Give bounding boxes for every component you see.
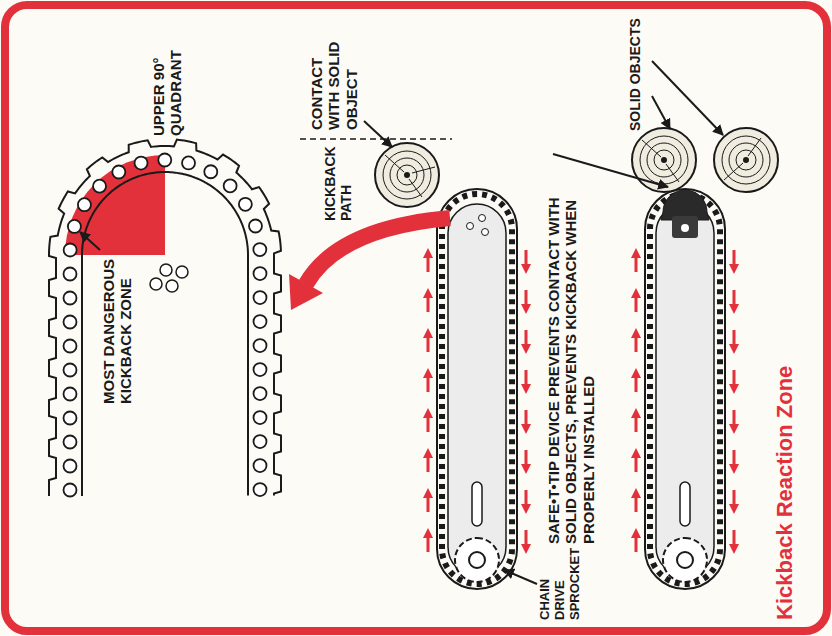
direction-arrow	[631, 448, 641, 472]
danger-quadrant	[65, 155, 165, 255]
chain-rivet	[78, 198, 91, 211]
chain-rivet	[64, 436, 77, 449]
log	[375, 143, 439, 207]
direction-arrow	[423, 248, 433, 272]
callout-label: SAFE•T•TIP DEVICE PREVENTS CONTACT WITH …	[545, 159, 597, 544]
leader-line	[80, 232, 100, 250]
leader-line	[553, 154, 668, 187]
chainsaw-bar	[645, 189, 725, 589]
chain-rivet	[64, 412, 77, 425]
chain-rivet	[64, 340, 77, 353]
caption: Kickback Reaction Zone	[772, 340, 797, 620]
chain-rivet	[249, 220, 262, 233]
chainsaw-bar	[437, 189, 517, 589]
direction-arrow	[729, 250, 739, 274]
direction-arrow	[631, 288, 641, 312]
chain-rivet	[64, 364, 77, 377]
direction-arrow	[631, 528, 641, 552]
direction-arrow	[729, 290, 739, 314]
chain-rivet	[254, 387, 267, 400]
chain-closeup	[49, 140, 281, 497]
nose-holes	[150, 264, 188, 292]
safe-t-tip-device	[661, 190, 709, 238]
leader-line	[652, 96, 670, 129]
direction-arrow	[631, 248, 641, 272]
chain-rivet	[254, 267, 267, 280]
chain-rivet	[254, 315, 267, 328]
direction-arrow	[729, 490, 739, 514]
callout-label: CHAIN DRIVE SPROCKET	[538, 546, 583, 620]
direction-arrow	[521, 490, 531, 514]
direction-arrow	[521, 290, 531, 314]
chain-rivet	[93, 180, 106, 193]
leader-line	[504, 570, 537, 584]
direction-arrow	[423, 408, 433, 432]
chain-rivet	[253, 243, 266, 256]
chain-rivet	[254, 363, 267, 376]
direction-arrow	[521, 530, 531, 554]
direction-arrow	[423, 528, 433, 552]
direction-arrow	[631, 328, 641, 352]
direction-arrow	[631, 368, 641, 392]
chain-rivet	[254, 339, 267, 352]
chain-rivet	[254, 291, 267, 304]
direction-arrow	[423, 368, 433, 392]
chain-rivet	[224, 179, 237, 192]
chain-rivet	[158, 154, 171, 167]
frame-border	[5, 5, 827, 631]
chain-rivet	[254, 435, 267, 448]
direction-arrow	[729, 410, 739, 434]
chain-rivet	[254, 459, 267, 472]
callout-label: CONTACT WITH SOLID OBJECT	[308, 18, 360, 130]
chain-rivet	[254, 411, 267, 424]
chain-rivet	[64, 292, 77, 305]
direction-arrow	[423, 328, 433, 352]
direction-arrow	[521, 410, 531, 434]
direction-arrow	[631, 408, 641, 432]
reference-line	[300, 138, 452, 140]
direction-arrow	[631, 488, 641, 512]
direction-arrow	[729, 530, 739, 554]
leader-line	[652, 61, 723, 135]
kickback-arrow	[306, 218, 450, 284]
direction-arrow	[521, 330, 531, 354]
chain-rivet	[64, 484, 77, 497]
chain-rivet	[64, 316, 77, 329]
direction-arrow	[521, 370, 531, 394]
callout-label: KICKBACK PATH	[322, 145, 354, 221]
chain-rivet	[68, 220, 81, 233]
chain-rivet	[135, 157, 148, 170]
direction-arrow	[423, 488, 433, 512]
direction-arrow	[729, 330, 739, 354]
chain-rivet	[239, 198, 252, 211]
callout-label: UPPER 90° QUADRANT	[150, 16, 185, 136]
chain-rivet	[64, 388, 77, 401]
log	[632, 128, 696, 192]
chain-rivet	[204, 165, 217, 178]
cutter-teeth	[49, 140, 281, 496]
chain-rivet	[64, 268, 77, 281]
log	[714, 128, 778, 192]
direction-arrow	[729, 450, 739, 474]
direction-arrow	[423, 448, 433, 472]
direction-arrow	[423, 288, 433, 312]
callout-label: SOLID OBJECTS	[627, 11, 643, 131]
chain-inner-edge	[82, 172, 248, 496]
chain-rivet	[112, 165, 125, 178]
direction-arrow	[521, 450, 531, 474]
chain-rivet	[254, 483, 267, 496]
kickback-arrowhead	[289, 274, 323, 310]
callout-label: MOST DANGEROUS KICKBACK ZONE	[100, 254, 135, 404]
leader-line	[364, 121, 392, 147]
chain-rivet	[64, 244, 77, 257]
direction-arrow	[521, 250, 531, 274]
chain-rivet	[182, 156, 195, 169]
chain-rivet	[64, 460, 77, 473]
direction-arrow	[729, 370, 739, 394]
